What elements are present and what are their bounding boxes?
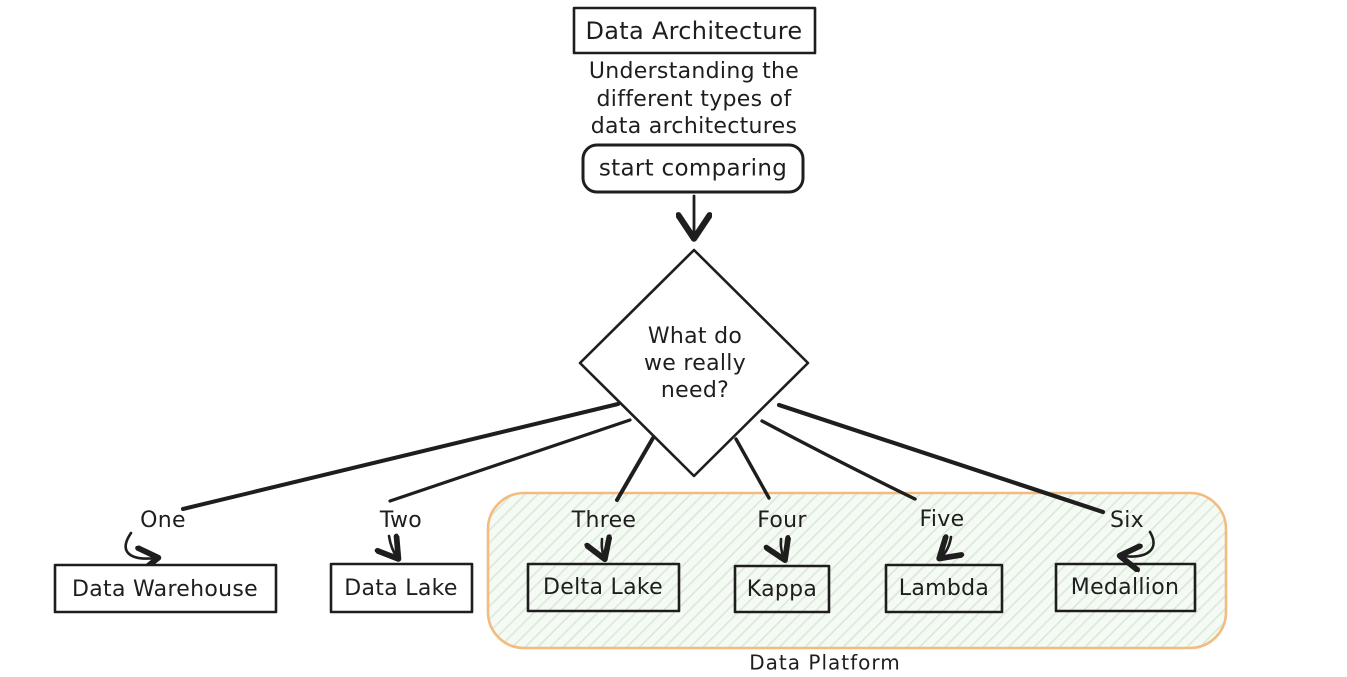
node-data-lake-box	[329, 562, 474, 614]
decision-diamond-label: What do we really need?	[644, 324, 746, 403]
branch-line-five	[760, 419, 917, 501]
node-delta-lake-label: Delta Lake	[543, 575, 663, 600]
branch-arrow-three	[602, 539, 604, 557]
data-platform-group	[486, 491, 1228, 650]
branch-label-four: Four	[757, 508, 807, 533]
branch-label-three: Three	[571, 508, 637, 533]
title-node-label: Data Architecture	[586, 17, 803, 45]
decision-line-3: need?	[661, 378, 729, 403]
branch-line-four	[734, 437, 771, 500]
node-kappa-label: Kappa	[747, 577, 817, 602]
subtitle-line-3: data architectures	[591, 114, 798, 139]
decision-line-2: we really	[644, 351, 746, 376]
node-data-lake-label: Data Lake	[344, 576, 457, 601]
branch-line-six	[776, 402, 1106, 515]
branch-label-one: One	[140, 508, 186, 533]
branch-arrow-six	[1122, 530, 1155, 557]
branch-label-two: Two	[379, 508, 422, 533]
node-kappa-box	[733, 564, 831, 614]
node-medallion-label: Medallion	[1071, 575, 1179, 600]
branch-label-six: Six	[1110, 508, 1144, 533]
branch-arrow-five	[941, 537, 951, 557]
data-platform-group-label: Data Platform	[749, 651, 900, 675]
branch-arrow-two	[389, 536, 397, 557]
branch-line-three	[615, 436, 655, 502]
node-delta-lake-box	[526, 562, 681, 613]
decision-line-1: What do	[648, 324, 742, 349]
title-node-box	[572, 6, 817, 55]
subtitle-line-1: Understanding the	[589, 59, 799, 84]
branch-line-one	[181, 402, 620, 511]
subtitle-line-2: different types of	[597, 87, 793, 112]
branch-line-two	[388, 418, 632, 503]
subtitle-text: Understanding the different types of dat…	[589, 59, 799, 139]
node-data-warehouse-label: Data Warehouse	[72, 577, 258, 602]
branch-label-five: Five	[920, 507, 965, 532]
node-lambda-label: Lambda	[899, 576, 989, 601]
node-medallion-box	[1054, 562, 1197, 613]
start-comparing-node-label: start comparing	[599, 156, 787, 182]
node-data-warehouse-box	[53, 563, 278, 614]
start-comparing-node-box	[581, 143, 805, 194]
node-lambda-box	[884, 563, 1004, 614]
branch-arrow-four	[781, 539, 784, 558]
branch-arrow-one	[124, 531, 156, 559]
decision-diamond	[578, 248, 810, 478]
